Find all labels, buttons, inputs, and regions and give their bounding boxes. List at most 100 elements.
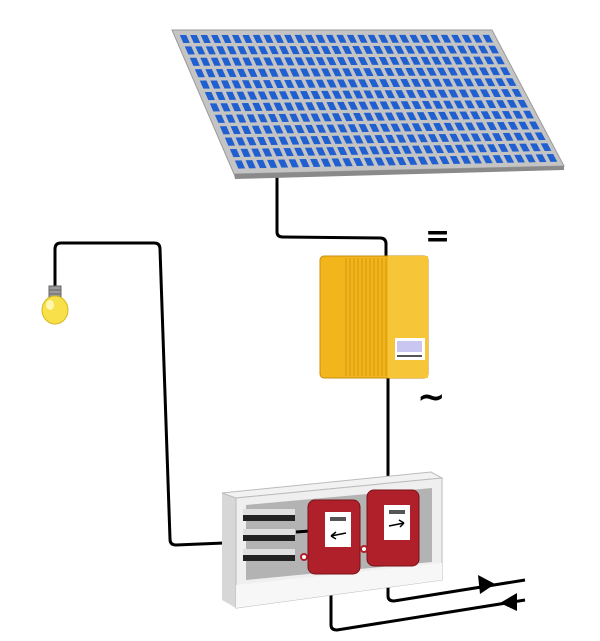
solar-cell	[506, 99, 518, 108]
solar-cell	[237, 46, 248, 55]
solar-cell	[273, 79, 284, 89]
solar-cell	[469, 89, 480, 98]
solar-cell	[251, 125, 263, 134]
solar-cell	[363, 90, 374, 99]
solar-cell	[518, 121, 530, 130]
solar-cell	[384, 112, 396, 121]
solar-cell	[221, 57, 232, 66]
solar-cell	[331, 90, 343, 99]
solar-cell	[236, 68, 248, 77]
solar-cell	[358, 79, 369, 88]
solar-cell	[438, 156, 450, 165]
solar-cell	[321, 68, 332, 77]
solar-cell	[369, 123, 380, 132]
solar-cell	[454, 144, 466, 153]
solar-cell	[273, 34, 284, 43]
solar-cell	[401, 145, 412, 154]
breaker-rail	[243, 549, 295, 555]
solar-cell	[443, 100, 454, 109]
solar-cell	[485, 100, 497, 109]
solar-cell	[179, 34, 190, 44]
dc-symbol: =	[425, 219, 451, 254]
solar-cell	[342, 68, 353, 77]
solar-cell	[305, 124, 316, 133]
solar-cell	[390, 145, 402, 154]
solar-cell	[200, 34, 211, 44]
solar-cell	[331, 68, 342, 77]
inverter	[319, 255, 429, 379]
solar-cell	[358, 124, 369, 133]
solar-cell	[294, 34, 305, 43]
solar-cell	[490, 89, 502, 98]
breaker-row	[243, 535, 295, 541]
solar-cell	[492, 155, 504, 164]
solar-cell	[400, 79, 411, 87]
solar-cell	[447, 67, 458, 76]
solar-cell	[374, 90, 385, 99]
solar-cell	[482, 34, 494, 43]
solar-cell	[519, 143, 530, 152]
solar-cell	[337, 101, 348, 110]
solar-cell	[438, 133, 450, 142]
solar-cell	[341, 46, 353, 54]
solar-cell	[224, 137, 236, 146]
solar-cell	[320, 158, 332, 167]
solar-cell	[474, 100, 486, 109]
solar-cell	[463, 78, 475, 87]
solar-cell	[467, 45, 478, 54]
solar-cell	[190, 34, 201, 44]
solar-cell	[508, 143, 520, 152]
arrow-feed-in-icon	[478, 575, 495, 594]
solar-cell	[347, 146, 359, 155]
solar-cell	[401, 123, 412, 132]
solar-cell	[535, 154, 547, 163]
solar-cell	[337, 146, 348, 156]
wire-panel-inverter	[275, 172, 388, 256]
solar-cell	[231, 57, 242, 66]
solar-cell	[347, 79, 358, 88]
solar-cell	[236, 114, 247, 123]
solar-cell	[368, 101, 380, 110]
panel-frame-edge	[234, 166, 564, 179]
solar-cell	[492, 133, 503, 141]
solar-cell	[294, 147, 305, 156]
solar-cell	[438, 111, 449, 120]
solar-cell	[272, 148, 284, 157]
solar-cell	[479, 89, 491, 98]
solar-cell	[257, 91, 268, 100]
solar-cell	[310, 158, 321, 167]
solar-cell	[406, 134, 418, 143]
solar-cell	[472, 34, 483, 43]
solar-cell	[459, 111, 470, 120]
solar-cell	[242, 34, 253, 43]
solar-cell	[486, 122, 498, 131]
solar-cell	[461, 34, 473, 43]
solar-cell	[507, 121, 519, 130]
solar-cell	[374, 135, 385, 144]
solar-cell	[299, 46, 311, 55]
solar-cell	[534, 132, 546, 141]
wires	[53, 172, 526, 632]
solar-cell	[420, 56, 432, 65]
solar-cell	[315, 147, 326, 156]
solar-cell	[242, 80, 253, 89]
solar-cell	[471, 155, 482, 164]
solar-cell	[470, 111, 481, 120]
solar-cell	[278, 136, 289, 145]
solar-cell	[226, 68, 237, 78]
breaker-rail	[243, 509, 295, 515]
solar-cell	[476, 144, 487, 153]
solar-cell	[394, 45, 405, 54]
solar-cell	[289, 46, 300, 55]
solar-cell	[481, 133, 493, 142]
solar-cell	[417, 134, 428, 143]
solar-cell	[220, 103, 231, 112]
solar-cell	[321, 90, 332, 99]
solar-cell	[406, 156, 418, 165]
solar-cell	[231, 103, 242, 112]
solar-cell	[529, 143, 541, 152]
solar-cell	[247, 91, 258, 100]
solar-cell	[540, 143, 552, 152]
solar-cell	[211, 34, 222, 43]
solar-cell	[294, 125, 305, 134]
